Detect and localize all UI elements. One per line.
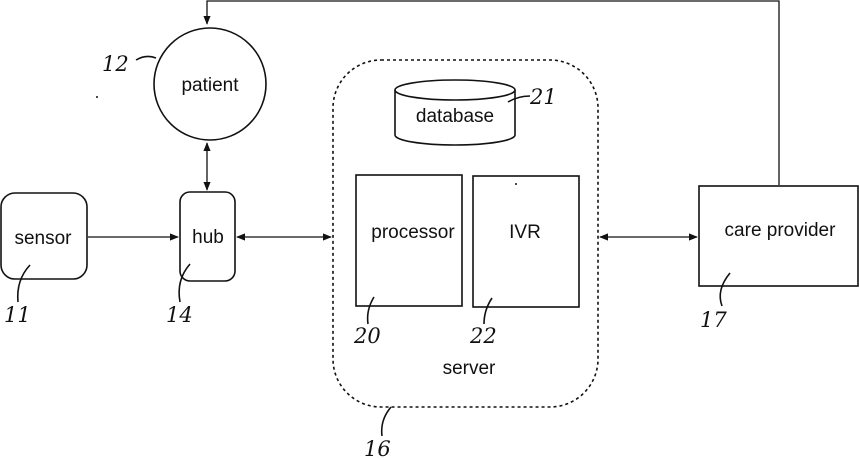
patient-node: patient bbox=[154, 28, 266, 140]
ref-12: 12 bbox=[102, 52, 156, 76]
processor-label: processor bbox=[371, 222, 455, 243]
svg-text:16: 16 bbox=[364, 437, 391, 460]
ivr-node: IVR bbox=[473, 176, 579, 307]
patient-label: patient bbox=[181, 75, 239, 96]
svg-text:11: 11 bbox=[4, 303, 31, 327]
svg-text:12: 12 bbox=[102, 52, 129, 76]
care-provider-label: care provider bbox=[725, 220, 837, 241]
care-provider-node: care provider bbox=[699, 186, 858, 286]
svg-text:22: 22 bbox=[469, 324, 497, 348]
processor-node: processor bbox=[356, 175, 462, 306]
scan-speck bbox=[515, 183, 517, 185]
hub-label: hub bbox=[192, 227, 224, 248]
hub-node: hub bbox=[180, 192, 235, 281]
svg-text:21: 21 bbox=[529, 85, 557, 109]
scan-speck bbox=[96, 96, 98, 98]
sensor-label: sensor bbox=[14, 228, 72, 249]
svg-text:14: 14 bbox=[166, 303, 193, 327]
ivr-label: IVR bbox=[509, 222, 541, 243]
ref-16: 16 bbox=[364, 407, 391, 460]
database-node: database bbox=[395, 80, 515, 145]
sensor-node: sensor bbox=[1, 193, 87, 279]
server-label: server bbox=[443, 358, 496, 379]
svg-text:17: 17 bbox=[700, 308, 727, 332]
svg-text:20: 20 bbox=[353, 324, 381, 348]
database-label: database bbox=[416, 106, 494, 127]
